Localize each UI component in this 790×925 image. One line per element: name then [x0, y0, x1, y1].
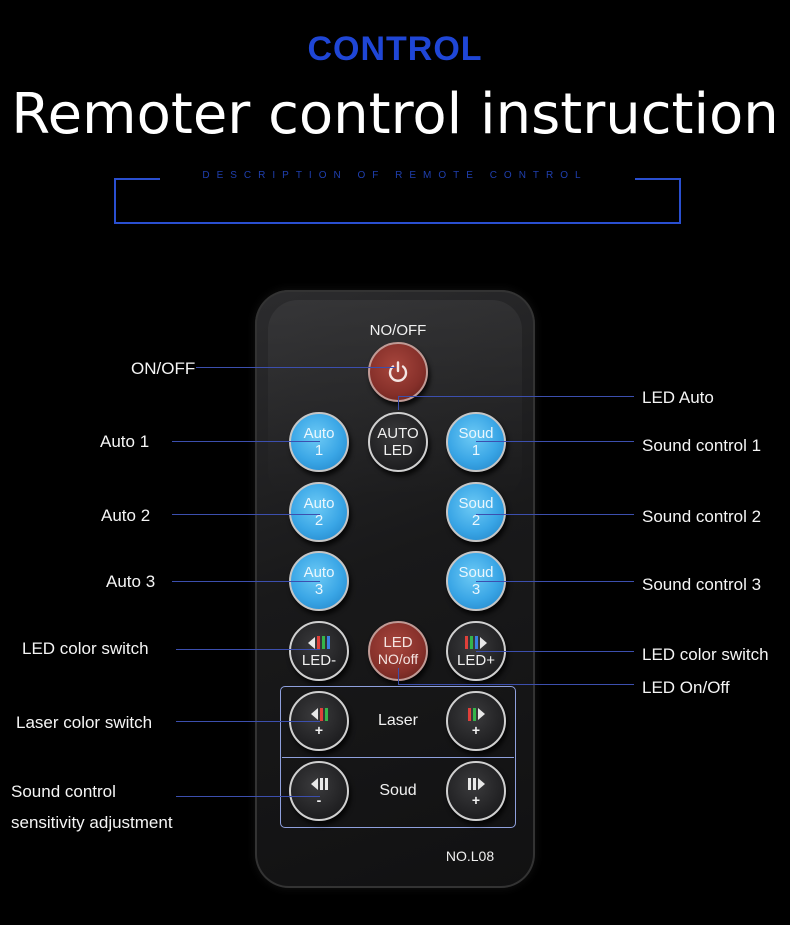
power-button[interactable] — [368, 342, 428, 402]
led-color-prev-icon — [308, 634, 330, 652]
auto3-number: 3 — [314, 581, 324, 598]
callout-on-off: ON/OFF — [131, 359, 196, 378]
callout-sound-sensitivity-line1: Sound control — [11, 782, 116, 801]
auto-led-label-top: AUTO — [377, 425, 419, 442]
auto-led-button[interactable]: AUTO LED — [368, 412, 428, 472]
auto2-button[interactable]: Auto 2 — [289, 482, 349, 542]
page-title: Remoter control instruction — [11, 82, 779, 147]
auto3-button[interactable]: Auto 3 — [289, 551, 349, 611]
sound-sensitivity-up-button[interactable]: + — [446, 761, 506, 821]
sound-up-sign: + — [471, 792, 481, 808]
laser-label: Laser — [377, 712, 419, 729]
led-color-prev-button[interactable]: LED- — [289, 621, 349, 681]
description-frame — [114, 178, 681, 224]
sound2-number: 2 — [471, 512, 481, 529]
description-subtitle: DESCRIPTION OF REMOTE CONTROL — [202, 170, 588, 181]
sound3-number: 3 — [471, 581, 481, 598]
sound1-label: Soud — [458, 425, 494, 442]
callout-sound3: Sound control 3 — [642, 575, 762, 594]
callout-line-on-off — [196, 367, 396, 368]
led-minus-label: LED- — [301, 651, 337, 669]
callout-line-led-color-left — [176, 649, 320, 650]
laser-color-next-button[interactable]: + — [446, 691, 506, 751]
sound-up-icon — [467, 775, 485, 793]
callout-line-led-color-right — [476, 651, 634, 652]
led-plus-label: LED+ — [457, 651, 495, 669]
sound-down-sign: - — [316, 792, 322, 808]
callout-line-laser-color — [176, 721, 320, 722]
sound2-label: Soud — [458, 495, 494, 512]
callout-line-sound-sensitivity — [176, 796, 320, 797]
laser-sound-panel — [280, 686, 516, 828]
callout-line-sound2 — [476, 514, 634, 515]
led-color-next-icon — [465, 634, 487, 652]
sound-label: Soud — [379, 782, 417, 799]
callout-line-auto3 — [172, 581, 320, 582]
auto1-button[interactable]: Auto 1 — [289, 412, 349, 472]
callout-line-sound1 — [476, 441, 634, 442]
callout-led-color-left: LED color switch — [22, 639, 149, 658]
callout-line-led-auto-vertical — [398, 396, 399, 410]
callout-laser-color: Laser color switch — [16, 713, 153, 732]
sound-down-icon — [310, 775, 328, 793]
callout-led-color-right: LED color switch — [642, 645, 769, 664]
sound3-label: Soud — [458, 564, 494, 581]
callout-sound1: Sound control 1 — [642, 436, 762, 455]
callout-sound-sensitivity-line2: sensitivity adjustment — [11, 813, 173, 832]
callout-line-sound3 — [476, 581, 634, 582]
power-label: NO/OFF — [369, 322, 427, 339]
callout-sound2: Sound control 2 — [642, 507, 762, 526]
callout-line-auto2 — [172, 514, 320, 515]
callout-line-led-auto — [398, 396, 634, 397]
callout-led-onoff: LED On/Off — [642, 678, 730, 697]
auto1-label: Auto — [303, 425, 335, 442]
callout-led-auto: LED Auto — [642, 388, 714, 407]
auto-led-label-bottom: LED — [383, 442, 413, 459]
section-tag: CONTROL — [307, 30, 483, 68]
laser-prev-sign: + — [314, 722, 324, 738]
laser-prev-icon — [310, 705, 328, 723]
sound1-button[interactable]: Soud 1 — [446, 412, 506, 472]
callout-auto2: Auto 2 — [101, 506, 151, 525]
sound2-button[interactable]: Soud 2 — [446, 482, 506, 542]
callout-auto1: Auto 1 — [100, 432, 150, 451]
callout-auto3: Auto 3 — [106, 572, 156, 591]
laser-next-icon — [467, 705, 485, 723]
laser-next-sign: + — [471, 722, 481, 738]
callout-line-led-onoff — [398, 684, 634, 685]
model-number: NO.L08 — [445, 848, 495, 864]
auto2-number: 2 — [314, 512, 324, 529]
led-onoff-label-bottom: NO/off — [377, 651, 419, 667]
auto2-label: Auto — [303, 495, 335, 512]
auto1-number: 1 — [314, 442, 324, 459]
auto3-label: Auto — [303, 564, 335, 581]
led-onoff-label-top: LED — [383, 634, 413, 651]
callout-line-led-onoff-vertical — [398, 668, 399, 684]
sound1-number: 1 — [471, 442, 481, 459]
callout-line-auto1 — [172, 441, 320, 442]
power-icon — [388, 361, 408, 382]
panel-divider — [282, 757, 514, 758]
sound-sensitivity-down-button[interactable]: - — [289, 761, 349, 821]
